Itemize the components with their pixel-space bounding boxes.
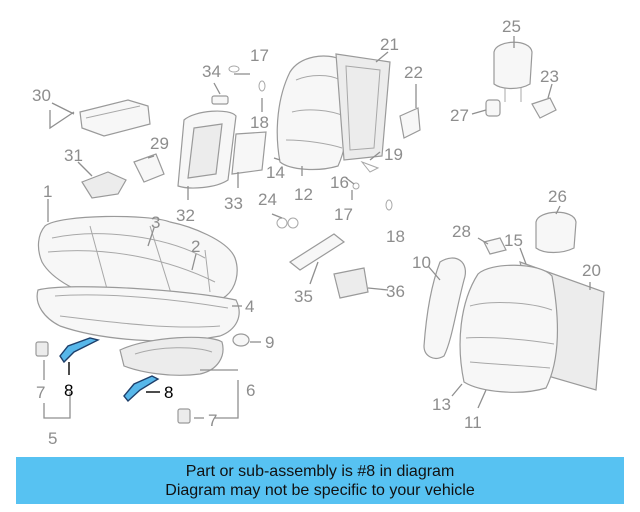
callout-18-bottom: 18	[386, 227, 405, 246]
headrest-part-25	[493, 41, 533, 90]
callout-29: 29	[150, 134, 169, 153]
callout-21: 21	[380, 35, 399, 54]
parts-diagram: 1 2 3 4 5 6 7 7 8 8 9 10 11 12 13 14 15 …	[32, 17, 605, 448]
callout-18-top: 18	[250, 113, 269, 132]
latch-part	[399, 107, 421, 139]
callout-6: 6	[246, 381, 255, 400]
banner-line-2: Diagram may not be specific to your vehi…	[165, 481, 475, 499]
callout-25: 25	[502, 17, 521, 36]
callout-36: 36	[386, 282, 405, 301]
guide-part	[531, 97, 557, 119]
bracket-part-28	[483, 237, 507, 255]
callout-15: 15	[504, 231, 523, 250]
callout-34: 34	[202, 62, 221, 81]
callout-13: 13	[432, 395, 451, 414]
callout-28: 28	[452, 222, 471, 241]
headrest-part-26	[535, 211, 577, 254]
grommet-part	[232, 333, 250, 347]
guide-sleeve-part	[485, 99, 501, 117]
trim-part	[133, 153, 165, 183]
clip-part	[177, 408, 191, 424]
callout-10: 10	[412, 253, 431, 272]
callout-27: 27	[450, 106, 469, 125]
cushion-frame-part	[36, 286, 240, 342]
side-bolster-part	[423, 257, 466, 359]
backrest-frame-part-21	[335, 53, 391, 161]
callout-8-left[interactable]: 8	[64, 381, 73, 400]
leader-lines	[43, 36, 591, 419]
callout-30: 30	[32, 86, 51, 105]
module-part	[333, 267, 369, 299]
callout-35: 35	[294, 287, 313, 306]
highlighted-part-8-left[interactable]	[59, 337, 101, 364]
callout-7-left: 7	[36, 383, 45, 402]
callout-1: 1	[43, 182, 52, 201]
clip-part	[35, 341, 49, 357]
backrest-cushion-part-11	[459, 264, 558, 393]
pad-part	[79, 99, 151, 137]
callout-17-bottom: 17	[334, 205, 353, 224]
callout-24: 24	[258, 190, 277, 209]
callout-11: 11	[464, 413, 482, 432]
armrest-part	[288, 233, 346, 271]
callout-20: 20	[582, 261, 601, 280]
callout-2: 2	[191, 237, 200, 256]
panel-part	[231, 131, 267, 175]
callout-23: 23	[540, 67, 559, 86]
callout-14: 14	[266, 163, 285, 182]
callout-7-right: 7	[208, 411, 217, 430]
banner-line-1: Part or sub-assembly is #8 in diagram	[185, 462, 455, 480]
callout-3: 3	[151, 213, 160, 232]
callout-12: 12	[294, 185, 313, 204]
callout-17-top: 17	[250, 46, 269, 65]
callout-26: 26	[548, 187, 567, 206]
small-bracket-part	[211, 95, 229, 105]
callout-19: 19	[384, 145, 403, 164]
callout-5: 5	[48, 429, 57, 448]
lower-tray-part	[119, 336, 224, 376]
callout-32: 32	[176, 206, 195, 225]
callout-33: 33	[224, 194, 243, 213]
callout-22: 22	[404, 63, 423, 82]
callout-16: 16	[330, 173, 349, 192]
callout-9: 9	[265, 333, 274, 352]
callout-8-right[interactable]: 8	[164, 383, 173, 402]
bracket-part	[81, 171, 127, 199]
callout-4: 4	[245, 297, 254, 316]
callout-labels: 1 2 3 4 5 6 7 7 8 8 9 10 11 12 13 14 15 …	[32, 17, 601, 448]
info-banner: Part or sub-assembly is #8 in diagram Di…	[16, 457, 624, 504]
callout-31: 31	[64, 146, 83, 165]
highlighted-part-8-right[interactable]	[123, 375, 160, 403]
backrest-cushion-part	[276, 55, 350, 171]
